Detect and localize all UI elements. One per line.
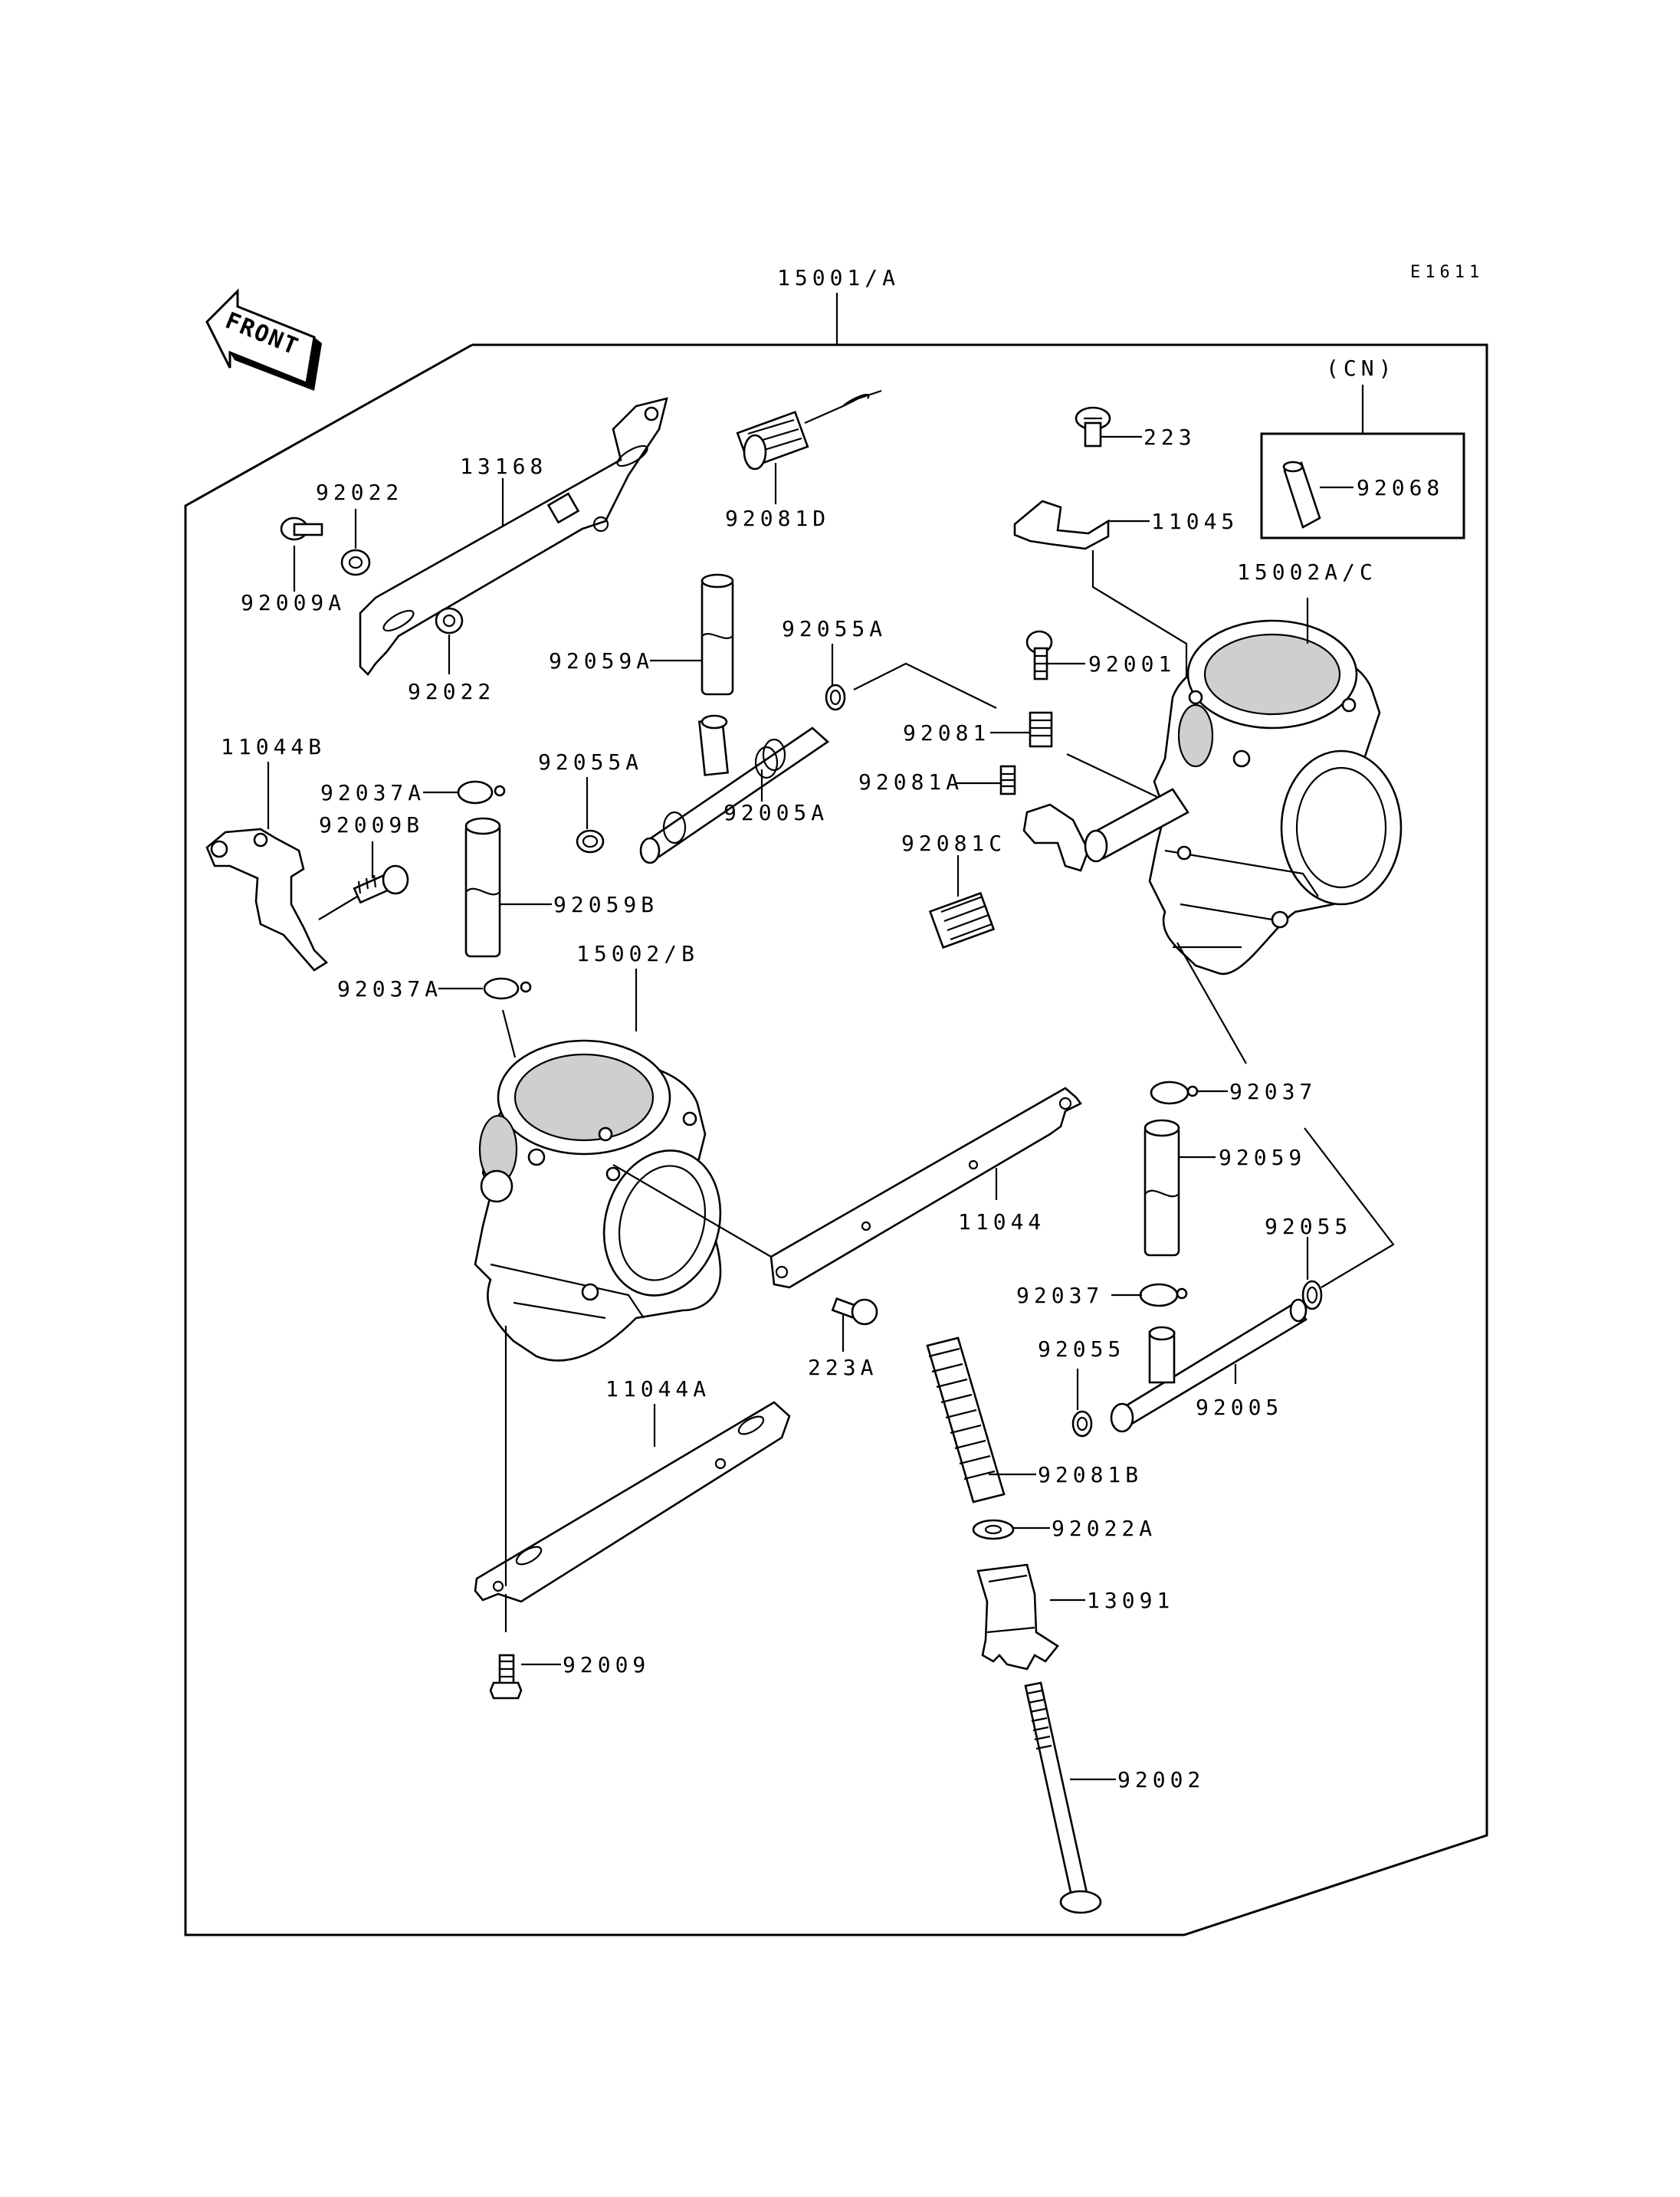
label-92037A-bottom: 92037A <box>337 976 442 1002</box>
washer-92022-bottom-icon <box>435 607 464 635</box>
label-223A: 223A <box>808 1355 878 1380</box>
label-92055A-left: 92055A <box>538 749 643 775</box>
bracket-13168-icon <box>359 397 668 677</box>
spring-92081C-icon <box>928 891 996 949</box>
fuel-pipe-92005A-icon <box>639 714 830 864</box>
label-92022A: 92022A <box>1052 1516 1157 1541</box>
washer-92022A-icon <box>972 1519 1015 1540</box>
screw-92009B-icon <box>353 864 409 904</box>
bracket-11044-icon <box>769 1087 1082 1289</box>
label-92059B: 92059B <box>553 892 658 917</box>
label-92059A: 92059A <box>549 648 654 674</box>
label-92081: 92081 <box>903 720 990 746</box>
shaft-assembly-icon <box>1022 788 1189 872</box>
oring-92055A-top-icon <box>825 684 846 711</box>
label-92005: 92005 <box>1196 1395 1283 1420</box>
assembly-frame: 15001/A <box>184 265 1488 1936</box>
front-arrow-icon: FRONT <box>205 288 322 391</box>
clamp-92037A-top-icon <box>457 780 506 805</box>
label-92037-top: 92037 <box>1229 1079 1317 1104</box>
label-92037A-top: 92037A <box>320 780 425 805</box>
holder-13091-icon <box>976 1563 1059 1671</box>
label-92081C: 92081C <box>901 831 1006 856</box>
label-15002B: 15002/B <box>576 941 699 966</box>
label-92081A: 92081A <box>858 769 963 795</box>
spring-92081D-icon <box>736 389 882 471</box>
tube-92059-icon <box>1144 1119 1180 1257</box>
screw-92009A-icon <box>280 516 323 541</box>
cap-icon <box>1282 461 1321 529</box>
label-11045: 11045 <box>1151 509 1239 534</box>
tube-92059B-icon <box>464 817 501 958</box>
spring-92081-icon <box>1029 711 1053 748</box>
label-92059: 92059 <box>1219 1145 1306 1170</box>
assembly-label: 15001/A <box>777 265 900 290</box>
label-223: 223 <box>1144 425 1196 450</box>
screw-223-icon <box>1075 406 1111 448</box>
fuel-pipe-92005-icon <box>1110 1298 1308 1433</box>
label-92055A-top: 92055A <box>782 616 887 641</box>
washer-92022-top-icon <box>340 549 371 576</box>
clamp-92037-top-icon <box>1150 1080 1199 1105</box>
label-15002AC: 15002A/C <box>1237 559 1377 585</box>
carburetor-15002AC-icon <box>1148 619 1403 976</box>
label-92009A: 92009A <box>241 590 346 615</box>
label-92009: 92009 <box>563 1652 650 1677</box>
bracket-11044A-icon <box>474 1401 791 1603</box>
label-92068: 92068 <box>1357 475 1444 500</box>
spring-92081B-icon <box>926 1336 1006 1503</box>
clamp-92037-bottom-icon <box>1139 1283 1188 1307</box>
label-92055-right: 92055 <box>1265 1214 1352 1239</box>
label-92009B: 92009B <box>319 812 424 838</box>
label-92055-mid: 92055 <box>1038 1336 1125 1362</box>
screw-92002-icon <box>1024 1681 1102 1914</box>
carburetor-15002B-icon <box>474 1039 722 1362</box>
screw-223A-icon <box>831 1297 878 1326</box>
label-92081B: 92081B <box>1038 1462 1143 1487</box>
label-11044A: 11044A <box>605 1376 710 1402</box>
label-92022-bottom: 92022 <box>408 679 495 704</box>
label-92037-bottom: 92037 <box>1016 1283 1104 1308</box>
label-92022-top: 92022 <box>316 480 403 505</box>
bracket-11044B-icon <box>205 828 329 972</box>
label-92081D: 92081D <box>725 506 830 531</box>
clip-11045-icon <box>1013 500 1110 550</box>
cn-group-label: (CN) <box>1326 356 1396 381</box>
clamp-92037A-bottom-icon <box>483 977 532 1000</box>
screw-92009-icon <box>489 1654 523 1700</box>
label-92002: 92002 <box>1117 1767 1205 1792</box>
diagram-code: E1611 <box>1410 263 1484 282</box>
label-13168: 13168 <box>460 454 547 479</box>
spring-92081A-icon <box>999 765 1016 795</box>
oring-92055-right-icon <box>1301 1280 1323 1310</box>
label-11044B: 11044B <box>221 734 326 759</box>
oring-92055-mid-icon <box>1071 1410 1093 1438</box>
cn-group: (CN) 92068 <box>1260 356 1465 539</box>
label-13091: 13091 <box>1087 1588 1174 1613</box>
label-11044: 11044 <box>958 1209 1045 1235</box>
label-92005A: 92005A <box>724 800 829 825</box>
label-92001: 92001 <box>1088 651 1176 677</box>
oring-92055A-left-icon <box>576 829 605 854</box>
screw-92001-icon <box>1025 630 1053 680</box>
tube-92059A-icon <box>701 573 734 696</box>
